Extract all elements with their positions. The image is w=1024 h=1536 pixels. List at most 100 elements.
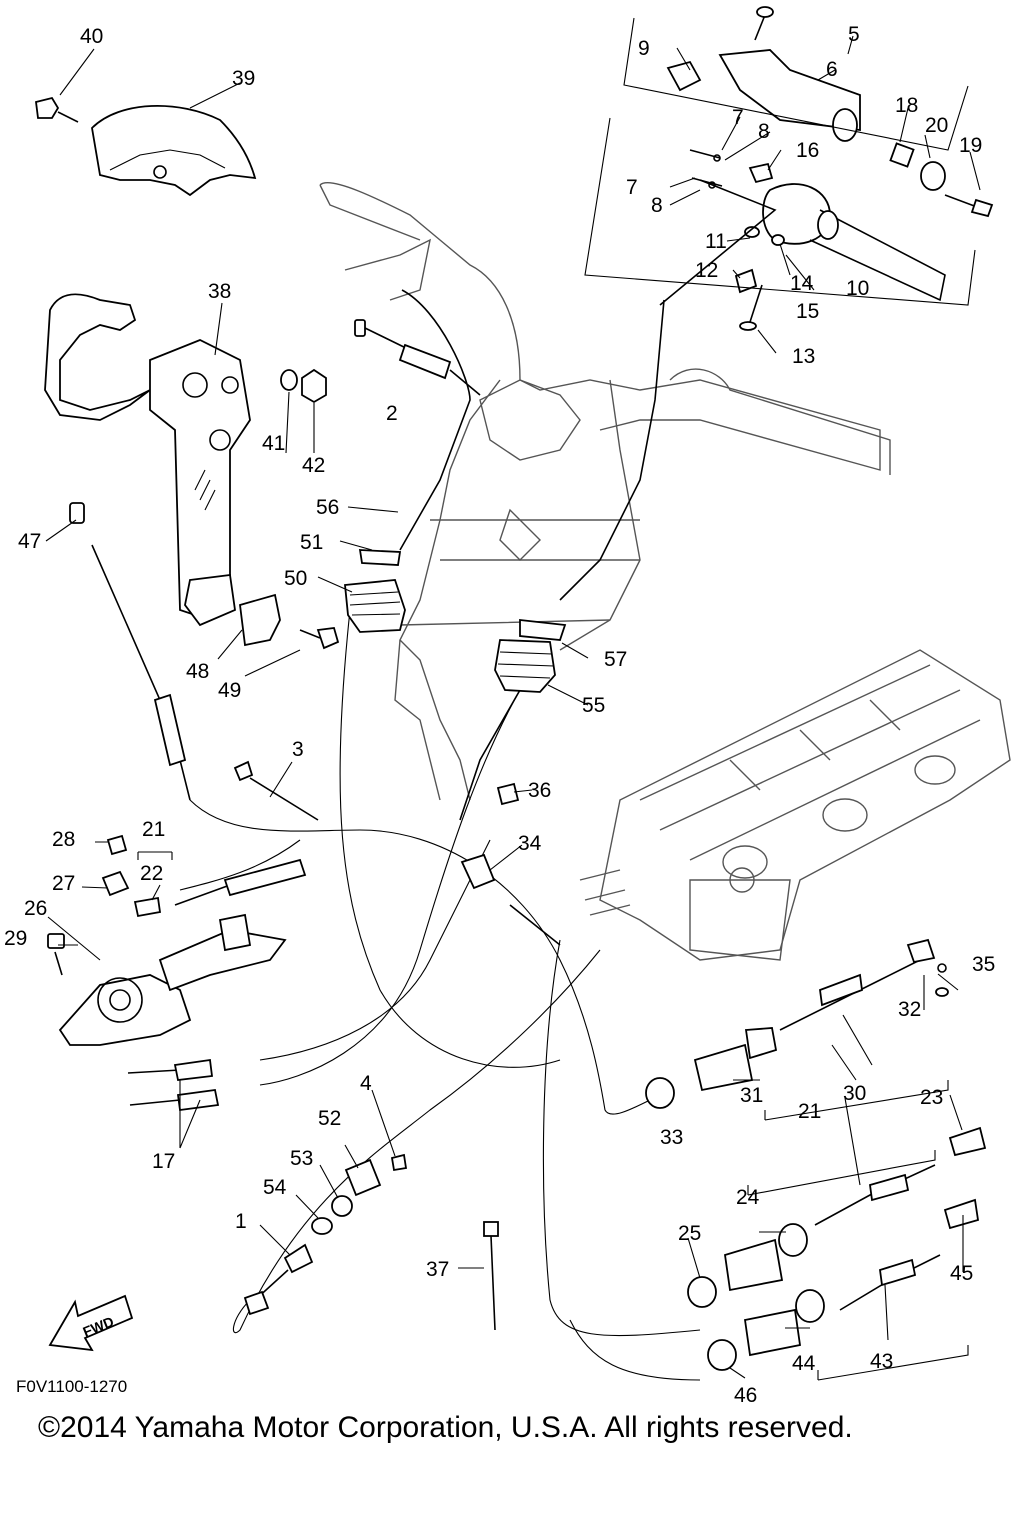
fwd-arrow-icon: FWD bbox=[48, 1294, 134, 1352]
callout-8b: 8 bbox=[651, 194, 663, 217]
leader-lines bbox=[45, 35, 981, 1379]
cable-tie-3 bbox=[233, 760, 319, 821]
callout-46: 46 bbox=[734, 1384, 757, 1407]
lever-unit-26 bbox=[47, 834, 287, 1046]
clip-36 bbox=[496, 782, 520, 806]
copyright-notice: ©2014 Yamaha Motor Corporation, U.S.A. A… bbox=[38, 1411, 853, 1444]
lever-assembly-38 bbox=[44, 293, 251, 627]
group-brackets bbox=[137, 851, 969, 1381]
washer-54 bbox=[311, 1217, 333, 1235]
screw-4 bbox=[390, 1153, 408, 1172]
cable-ends-17 bbox=[127, 1058, 220, 1112]
callout-19: 19 bbox=[959, 134, 982, 157]
cable-end-2 bbox=[354, 319, 481, 396]
callout-50: 50 bbox=[284, 567, 307, 590]
cable-end-34 bbox=[460, 853, 561, 946]
callout-52: 52 bbox=[318, 1107, 341, 1130]
cable-routing bbox=[179, 289, 701, 1381]
callout-7b: 7 bbox=[626, 176, 638, 199]
callout-5: 5 bbox=[848, 23, 860, 46]
engine-block bbox=[579, 649, 1011, 961]
callout-45: 45 bbox=[950, 1262, 973, 1285]
callout-29: 29 bbox=[4, 927, 27, 950]
callout-33: 33 bbox=[660, 1126, 683, 1149]
callout-18: 18 bbox=[895, 94, 918, 117]
callout-44: 44 bbox=[792, 1352, 816, 1375]
callout-12: 12 bbox=[695, 259, 718, 282]
diagram-code: F0V1100-1270 bbox=[16, 1377, 127, 1396]
callout-55: 55 bbox=[582, 694, 605, 717]
callout-10: 10 bbox=[846, 277, 869, 300]
cable-22 bbox=[174, 858, 307, 906]
callout-56: 56 bbox=[316, 496, 339, 519]
callout-27: 27 bbox=[52, 872, 75, 895]
callout-47: 47 bbox=[18, 530, 41, 553]
callout-31: 31 bbox=[740, 1084, 763, 1107]
callout-4: 4 bbox=[360, 1072, 372, 1095]
callout-49: 49 bbox=[218, 679, 241, 702]
callout-9: 9 bbox=[638, 37, 650, 60]
callout-21b: 21 bbox=[798, 1100, 821, 1123]
callout-13: 13 bbox=[792, 345, 815, 368]
boot-55 bbox=[494, 639, 556, 693]
boot-50 bbox=[344, 579, 406, 633]
handle-housing-10 bbox=[659, 149, 946, 331]
callout-41: 41 bbox=[262, 432, 285, 455]
cable-assembly-43 bbox=[707, 1198, 980, 1371]
callout-36: 36 bbox=[528, 779, 551, 802]
callout-17: 17 bbox=[152, 1150, 175, 1173]
part-53 bbox=[331, 1195, 353, 1217]
callout-34: 34 bbox=[518, 832, 542, 855]
assembly-box bbox=[584, 17, 976, 306]
callout-20: 20 bbox=[925, 114, 948, 137]
callout-39: 39 bbox=[232, 67, 255, 90]
callout-38: 38 bbox=[208, 280, 231, 303]
grip-assembly bbox=[666, 6, 994, 218]
handlebar-assembly bbox=[319, 182, 891, 801]
bolt-40 bbox=[35, 96, 79, 123]
clamp-48 bbox=[239, 593, 281, 647]
callout-21a: 21 bbox=[142, 818, 165, 841]
callout-23: 23 bbox=[920, 1086, 943, 1109]
callout-14: 14 bbox=[790, 272, 814, 295]
callout-7a: 7 bbox=[732, 106, 744, 129]
callout-2: 2 bbox=[386, 402, 398, 425]
callout-35: 35 bbox=[972, 953, 995, 976]
callout-30: 30 bbox=[843, 1082, 866, 1105]
callout-24: 24 bbox=[736, 1186, 760, 1209]
cable-assembly-21 bbox=[687, 1126, 987, 1308]
callout-28: 28 bbox=[52, 828, 75, 851]
callout-22: 22 bbox=[140, 862, 163, 885]
callout-25: 25 bbox=[678, 1222, 701, 1245]
clip-57 bbox=[519, 618, 567, 641]
cable-1 bbox=[243, 1243, 314, 1316]
callout-43: 43 bbox=[870, 1350, 893, 1373]
callout-3: 3 bbox=[292, 738, 304, 761]
callout-8a: 8 bbox=[758, 120, 770, 143]
cover-39 bbox=[91, 104, 257, 197]
callout-32: 32 bbox=[898, 998, 921, 1021]
callout-6: 6 bbox=[826, 58, 838, 81]
bolt-49 bbox=[299, 627, 340, 650]
clip-51 bbox=[358, 549, 402, 566]
callout-42: 42 bbox=[302, 454, 325, 477]
cable-tie-37 bbox=[483, 1221, 499, 1331]
callout-54: 54 bbox=[263, 1176, 287, 1199]
callout-40: 40 bbox=[80, 25, 103, 48]
callout-37: 37 bbox=[426, 1258, 449, 1281]
washer-41 bbox=[280, 369, 298, 391]
cable-assembly-30 bbox=[645, 938, 949, 1109]
callout-1: 1 bbox=[235, 1210, 247, 1233]
part-52 bbox=[344, 1158, 382, 1197]
callout-15: 15 bbox=[796, 300, 819, 323]
callout-53: 53 bbox=[290, 1147, 313, 1170]
callout-labels: 40 39 38 41 42 56 51 50 47 48 49 3 2 36 … bbox=[4, 23, 995, 1407]
callout-26: 26 bbox=[24, 897, 47, 920]
cable-47 bbox=[69, 502, 191, 801]
nut-42 bbox=[301, 368, 327, 404]
callout-48: 48 bbox=[186, 660, 209, 683]
callout-57: 57 bbox=[604, 648, 627, 671]
callout-16: 16 bbox=[796, 139, 819, 162]
callout-11: 11 bbox=[705, 230, 727, 253]
